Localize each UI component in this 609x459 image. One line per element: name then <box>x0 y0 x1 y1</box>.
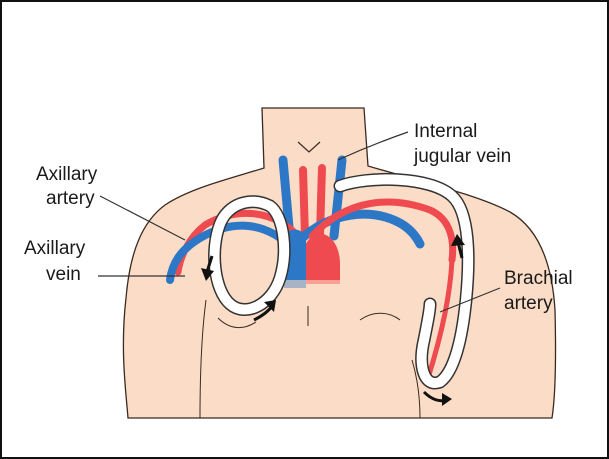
label-axillary-vein-1: Axillary <box>24 238 86 259</box>
left-carotid-artery <box>303 170 305 236</box>
label-brachial-artery-1: Brachial <box>504 268 573 289</box>
label-axillary-vein-2: vein <box>46 264 81 285</box>
vessel-fade <box>282 280 342 292</box>
label-internal-jugular-2: jugular vein <box>413 146 511 167</box>
label-internal-jugular-1: Internal <box>414 121 477 142</box>
label-axillary-artery-1: Axillary <box>36 164 98 185</box>
label-axillary-artery-2: artery <box>46 188 95 209</box>
label-brachial-artery-2: artery <box>504 293 553 314</box>
